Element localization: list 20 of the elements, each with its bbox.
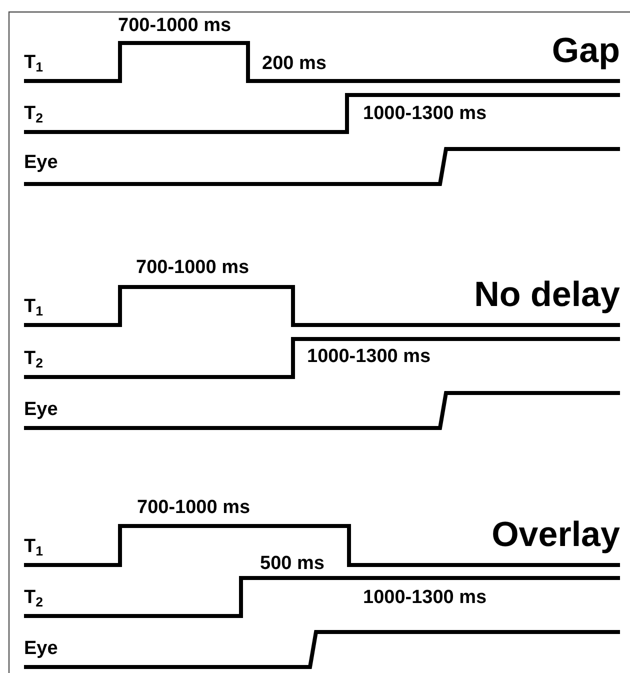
signal-name: T$_{2}$ (24, 349, 44, 370)
duration-label: 500 ms (260, 554, 324, 573)
duration-label: 1000-1300 ms (363, 588, 487, 607)
signal-name: Eye (24, 153, 58, 172)
signal-name: T$_{2}$ (24, 104, 44, 125)
duration-label: 1000-1300 ms (363, 104, 487, 123)
duration-label: 700-1000 ms (118, 16, 232, 35)
condition-title: Gap (552, 33, 620, 68)
signal-name: Eye (24, 639, 58, 658)
signal-name: T$_{1}$ (24, 53, 44, 74)
signal-name: Eye (24, 400, 58, 419)
signal-name: T$_{1}$ (24, 297, 44, 318)
condition-title: No delay (474, 277, 620, 312)
signal-name: T$_{1}$ (24, 537, 44, 558)
duration-label: 200 ms (262, 54, 326, 73)
condition-title: Overlay (492, 517, 620, 552)
duration-label: 1000-1300 ms (307, 347, 431, 366)
duration-label: 700-1000 ms (137, 498, 250, 517)
duration-label: 700-1000 ms (136, 258, 250, 277)
signal-name: T$_{2}$ (24, 588, 44, 609)
